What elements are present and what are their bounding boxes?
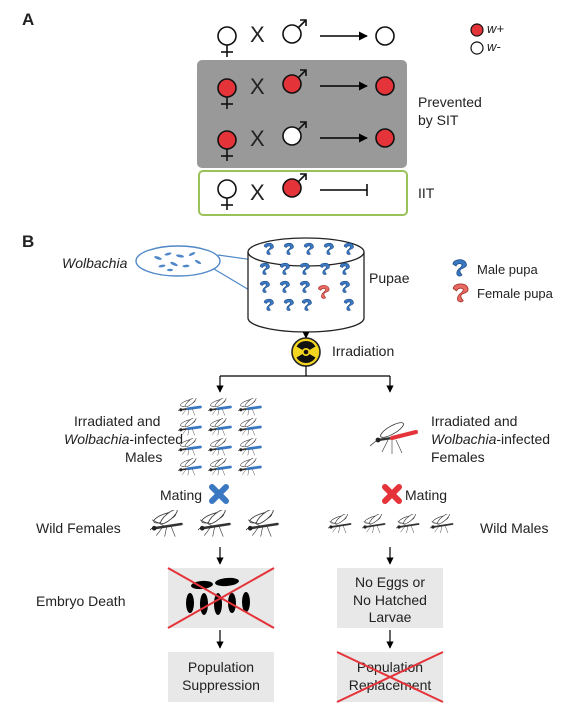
population-suppression-box: Population Suppression <box>168 652 274 702</box>
females-label-line2: Wolbachia-infected <box>431 431 551 447</box>
no-eggs-line2: No Hatched <box>353 591 427 608</box>
male-symbol-row3 <box>282 121 307 146</box>
legend-w-minus-label: w- <box>487 39 501 54</box>
cross-symbol-3: X <box>250 126 265 151</box>
pop-supp-line2: Suppression <box>182 676 260 693</box>
no-eggs-line3: Larvae <box>368 609 412 625</box>
males-label-line3: Males <box>125 449 163 465</box>
population-replacement-cross-icon <box>336 651 444 703</box>
legend-female-pupa-icon <box>452 283 469 303</box>
female-symbol-row1 <box>217 26 237 57</box>
iit-label: IIT <box>418 185 435 201</box>
cross-symbol-1: X <box>250 22 265 47</box>
legend-male-pupa-icon <box>452 259 467 277</box>
females-label-line1: Irradiated and <box>431 413 518 429</box>
panel-a-label: A <box>22 10 35 29</box>
wild-males-group <box>328 514 454 534</box>
embryo-death-cross-icon <box>167 567 275 629</box>
legend-w-plus-dot <box>470 23 484 37</box>
no-eggs-box: No Eggs or No Hatched Larvae <box>337 568 443 628</box>
pop-repl-line1: Population <box>356 659 424 675</box>
male-symbol-row4 <box>282 173 307 198</box>
mating-left-cross-icon <box>209 484 229 504</box>
wild-females-group <box>150 510 279 538</box>
legend-w-minus-dot <box>470 41 484 55</box>
sit-prevented-box <box>197 60 407 168</box>
female-symbol-row2 <box>217 78 237 109</box>
wolbachia-label: Wolbachia <box>62 255 128 271</box>
pop-supp-line1: Population <box>187 659 255 675</box>
prevented-by-sit-line1: Prevented <box>418 94 482 110</box>
radiation-icon <box>291 337 321 367</box>
wild-males-label: Wild Males <box>480 520 549 536</box>
males-label-line2: Wolbachia-infected <box>64 431 184 447</box>
pop-repl-line2: Replacement <box>348 676 432 693</box>
male-symbol-row1 <box>282 19 307 44</box>
males-label-line1: Irradiated and <box>74 413 161 429</box>
wild-females-label: Wild Females <box>36 520 121 536</box>
legend-w-plus-label: w+ <box>487 21 504 36</box>
female-symbol-row4 <box>217 179 237 210</box>
offspring-result-3 <box>375 128 395 148</box>
legend-male-pupa-label: Male pupa <box>477 262 538 277</box>
no-eggs-line1: No Eggs or <box>354 574 426 590</box>
females-label-line3: Females <box>431 449 485 465</box>
wolbachia-bubble <box>135 245 221 277</box>
irradiation-label: Irradiation <box>332 343 395 359</box>
infected-males-group <box>178 398 262 476</box>
cross-symbol-4: X <box>250 180 265 205</box>
female-symbol-row3 <box>217 130 237 161</box>
offspring-result-2 <box>375 76 395 96</box>
cross-symbol-2: X <box>250 74 265 99</box>
mating-right-cross-icon <box>382 484 402 504</box>
mating-left-label: Mating <box>160 487 203 503</box>
embryo-death-label: Embryo Death <box>36 593 126 609</box>
infected-female-mosquito <box>369 422 418 454</box>
embryo-icons <box>186 577 250 615</box>
panel-b-label: B <box>22 232 35 251</box>
legend-female-pupa-label: Female pupa <box>477 286 553 301</box>
prevented-by-sit-line2: by SIT <box>418 112 459 128</box>
pupae-label: Pupae <box>369 270 410 286</box>
blocked-arrow-4 <box>320 184 368 196</box>
mating-right-label: Mating <box>405 487 448 503</box>
male-symbol-row2 <box>282 69 307 94</box>
offspring-result-1 <box>375 26 395 46</box>
